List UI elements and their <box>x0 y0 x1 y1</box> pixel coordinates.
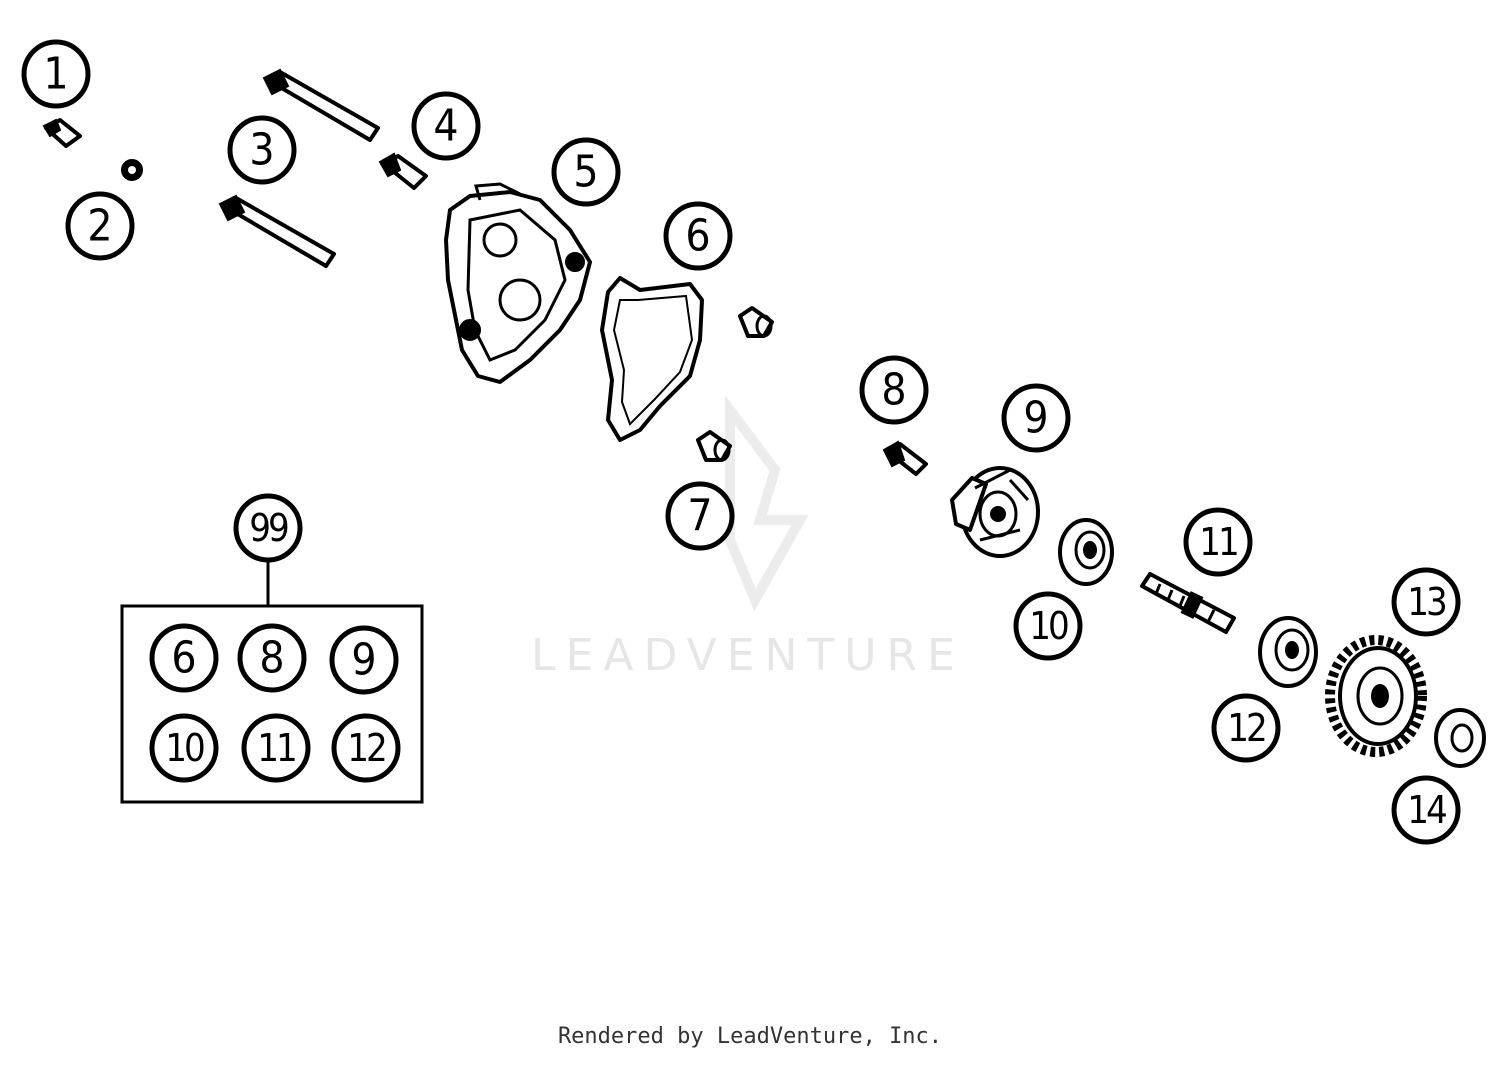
callout-4: 4 <box>411 91 481 161</box>
part-12-bearing <box>1258 616 1318 688</box>
callout-11: 11 <box>1183 507 1253 577</box>
part-1-bolt <box>42 118 82 148</box>
callout-5: 5 <box>551 137 621 207</box>
kit-item-11-label: 11 <box>257 726 295 770</box>
kit-item-12-label: 12 <box>347 726 385 770</box>
part-13-gear <box>1325 635 1427 757</box>
callout-7-label: 7 <box>687 491 712 542</box>
kit-item-11: 11 <box>241 713 311 783</box>
part-3-long-bolt-upper <box>262 68 380 142</box>
part-6-gasket <box>600 276 704 442</box>
kit-item-9: 9 <box>329 625 399 695</box>
callout-3: 3 <box>227 115 297 185</box>
callout-7: 7 <box>665 481 735 551</box>
callout-9-label: 9 <box>1023 393 1048 444</box>
watermark-text: LEADVENTURE <box>531 630 965 681</box>
kit-item-10-label: 10 <box>165 726 204 770</box>
callout-1-label: 1 <box>43 49 68 100</box>
callout-12: 12 <box>1211 693 1281 763</box>
footer-credit: Rendered by LeadVenture, Inc. <box>557 1024 943 1049</box>
callout-6-label: 6 <box>685 211 710 262</box>
kit-item-8-label: 8 <box>259 633 284 684</box>
part-11-shaft <box>1140 572 1236 634</box>
callout-9: 9 <box>1001 383 1071 453</box>
part-10-bearing <box>1058 518 1114 586</box>
callout-kit-99: 99 <box>233 493 303 563</box>
callout-4-label: 4 <box>433 101 458 152</box>
callout-1: 1 <box>21 39 91 109</box>
callout-2-label: 2 <box>87 201 112 252</box>
callout-3-label: 3 <box>249 125 274 176</box>
kit-item-6: 6 <box>149 623 219 693</box>
kit-item-9-label: 9 <box>351 635 376 686</box>
callout-11-label: 11 <box>1199 520 1237 564</box>
part-7-dowel-lower <box>696 430 732 462</box>
part-14-washer <box>1434 708 1486 768</box>
callout-13: 13 <box>1391 567 1461 637</box>
callout-6: 6 <box>663 201 733 271</box>
callout-14-label: 14 <box>1407 788 1446 832</box>
callout-10-label: 10 <box>1029 604 1068 648</box>
part-4-bolt <box>378 152 428 190</box>
leadventure-watermark-logo <box>725 395 809 612</box>
part-8-screw <box>882 440 928 476</box>
part-9-impeller <box>950 466 1040 558</box>
kit-item-6-label: 6 <box>171 633 196 684</box>
callout-kit-99-label: 99 <box>249 506 288 550</box>
part-3-long-bolt-lower <box>218 194 336 268</box>
kit-item-8: 8 <box>237 623 307 693</box>
callout-8-label: 8 <box>881 365 906 416</box>
part-5-pump-cover <box>444 182 592 384</box>
part-7-dowel-upper <box>738 306 774 338</box>
part-2-nut <box>121 159 143 181</box>
callout-12-label: 12 <box>1227 706 1265 750</box>
callout-10: 10 <box>1013 591 1083 661</box>
kit-item-12: 12 <box>331 713 401 783</box>
callout-8: 8 <box>859 355 929 425</box>
callout-13-label: 13 <box>1407 580 1446 624</box>
callout-5-label: 5 <box>573 147 598 198</box>
callout-14: 14 <box>1391 775 1461 845</box>
callout-2: 2 <box>65 191 135 261</box>
kit-item-10: 10 <box>149 713 219 783</box>
